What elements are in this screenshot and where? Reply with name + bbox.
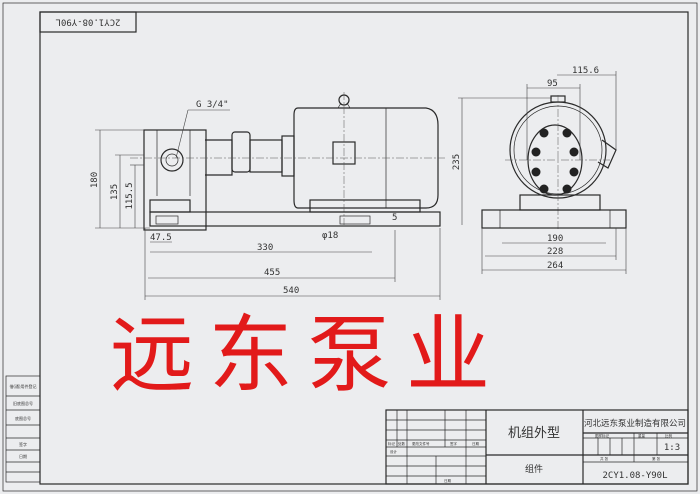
dim-540: 540 xyxy=(283,286,299,296)
side-label: 签字 xyxy=(19,441,27,447)
scale-value: 1:3 xyxy=(664,443,680,453)
drawing-subtitle: 组件 xyxy=(525,463,543,475)
dim-95: 95 xyxy=(547,79,558,89)
coupling xyxy=(231,131,251,173)
header-date: 日期 xyxy=(472,441,480,446)
company-name: 河北远东泵业制造有限公司 xyxy=(584,418,686,429)
dim-455: 455 xyxy=(264,268,280,278)
header-change-doc: 更改文件号 xyxy=(412,441,430,446)
label-stage: 图样标记 xyxy=(595,433,609,438)
dim-phi18: φ18 xyxy=(322,231,338,241)
dim-180: 180 xyxy=(90,172,100,188)
stamp-box: 2CY1.08-Y90L xyxy=(39,11,137,33)
header-mark: 标记 xyxy=(388,441,396,446)
dim-115-5: 115.5 xyxy=(125,182,135,209)
label-weight: 重量 xyxy=(638,433,646,438)
side-base xyxy=(481,209,627,229)
label-date: 日期 xyxy=(444,478,452,483)
motor xyxy=(293,107,439,209)
side-panel: 借(通)用件登记 旧底图总号 底图总号 签字 日期 xyxy=(5,375,41,483)
label-sheet: 第 张 xyxy=(652,456,661,461)
dim-47-5: 47.5 xyxy=(150,233,172,243)
drawing-number: 2CY1.08-Y90L xyxy=(602,471,667,481)
dim-5: 5 xyxy=(392,213,397,223)
dim-115-6: 115.6 xyxy=(572,66,599,76)
label-design: 设计 xyxy=(390,449,398,454)
thread-label: G 3/4" xyxy=(196,100,229,110)
dim-235: 235 xyxy=(452,154,462,170)
dim-190: 190 xyxy=(547,234,563,244)
label-sheets: 共 张 xyxy=(600,456,609,461)
base-frame xyxy=(149,211,441,227)
pump-body xyxy=(143,129,207,231)
dim-228: 228 xyxy=(547,247,563,257)
pump-port xyxy=(160,148,184,172)
side-label: 底图总号 xyxy=(15,415,31,421)
side-view: 235 95 115.6 190 228 264 xyxy=(452,66,627,274)
inner-frame xyxy=(39,11,689,485)
dim-330: 330 xyxy=(257,243,273,253)
side-label: 借(通)用件登记 xyxy=(9,383,36,389)
dim-135: 135 xyxy=(110,184,120,200)
label-scale: 比例 xyxy=(665,433,673,438)
drawing-title: 机组外型 xyxy=(508,426,560,441)
front-view: G 3/4" 180 135 115.5 47.5 φ18 5 330 455 … xyxy=(90,92,445,300)
title-block: 标记 处数 更改文件号 签字 日期 设计 日期 图样标记 重量 比例 共 张 第… xyxy=(385,409,689,485)
watermark: 远东泵业 xyxy=(110,306,490,404)
side-label: 日期 xyxy=(19,453,27,459)
stamp-code: 2CY1.08-Y90L xyxy=(55,17,120,27)
side-label: 旧底图总号 xyxy=(13,400,33,406)
dim-264: 264 xyxy=(547,261,563,271)
header-sign: 签字 xyxy=(450,441,458,446)
header-count: 处数 xyxy=(398,441,406,446)
